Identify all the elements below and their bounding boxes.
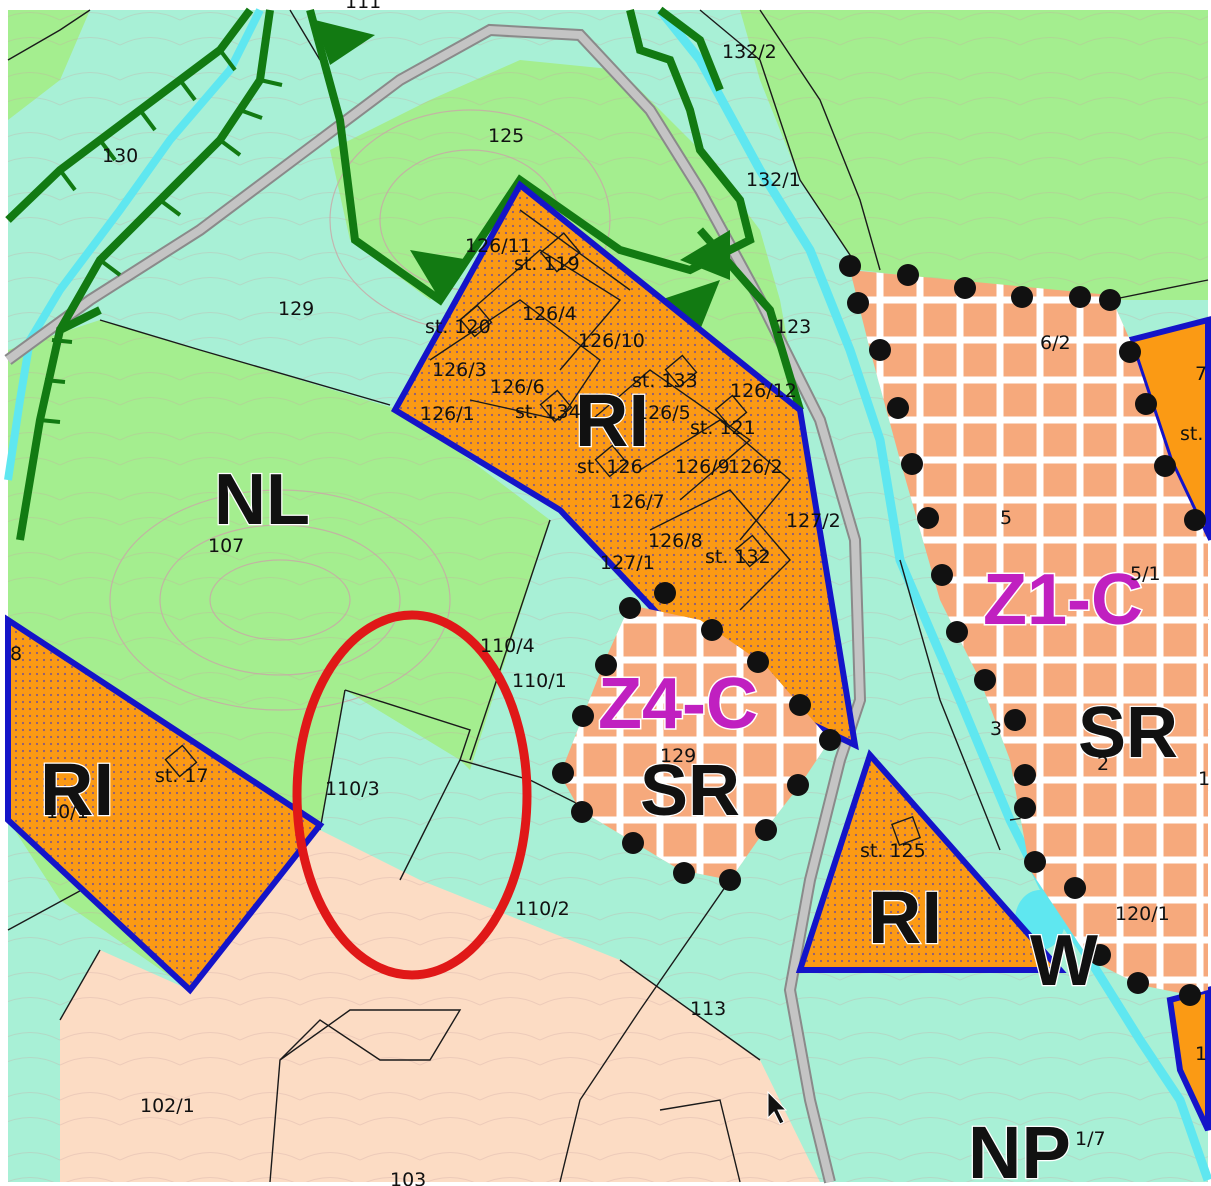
parcel-label: 3 — [990, 718, 1002, 740]
parcel-label: st. 119 — [514, 253, 580, 275]
zone-ri-3-border[interactable] — [795, 749, 1067, 973]
sr-boundary-dots — [552, 255, 1206, 1006]
cursor-arrow-icon — [767, 1090, 788, 1125]
parcel-label: 1 — [1195, 1043, 1207, 1065]
parcel-label: 126/2 — [728, 456, 783, 478]
parcel-label: 123 — [775, 316, 811, 338]
zone-ri-2-dots — [8, 620, 320, 990]
building-outlines — [164, 209, 921, 846]
parcel-label: 132/1 — [746, 169, 801, 191]
zone-label-ri-2: RI — [40, 748, 114, 831]
parcel-label: 6/2 — [1040, 332, 1071, 354]
parcel-label: 5 — [1000, 507, 1012, 529]
parcel-label: 125 — [488, 125, 524, 147]
zone-ri-right-bottom — [1170, 990, 1208, 1130]
parcel-label: 110/4 — [480, 635, 535, 657]
parcel-label: 2 — [1097, 753, 1109, 775]
parcel-label: 120/1 — [1115, 903, 1170, 925]
parcel-label: 10/1 — [46, 801, 89, 823]
stream-right — [656, 7, 1211, 1182]
parcel-label: 111 — [345, 0, 381, 13]
parcel-label: st. — [1180, 423, 1203, 445]
zone-label-sr-2: SR — [1078, 693, 1178, 773]
parcel-label: 126/6 — [490, 376, 545, 398]
parcel-label: 126/12 — [730, 380, 797, 402]
parcel-label: 126/8 — [648, 530, 703, 552]
parcel-label: st. 125 — [860, 840, 926, 862]
parcel-label: 113 — [690, 998, 726, 1020]
parcel-label: st. 134 — [515, 401, 581, 423]
zone-label-np: NP — [968, 1111, 1071, 1186]
parcel-label: 110/2 — [515, 898, 570, 920]
zone-ri-right-top — [1130, 320, 1208, 540]
zone-code-z4c: Z4-C — [598, 664, 758, 744]
parcel-label: 110/3 — [325, 778, 380, 800]
parcel-label: 107 — [208, 535, 244, 557]
parcel-label: 110/1 — [512, 670, 567, 692]
zone-code-z1c: Z1-C — [983, 560, 1143, 640]
parcel-label: 7 — [1195, 363, 1207, 385]
parcel-label: st. 120 — [425, 316, 491, 338]
parcel-label: 127/1 — [600, 552, 655, 574]
parcel-label: 126/3 — [432, 359, 487, 381]
parcel-label: 126/11 — [465, 235, 532, 257]
parcel-label: 126/1 — [420, 403, 475, 425]
zone-label-ri-3: RI — [868, 876, 942, 959]
parcel-label: 132/2 — [722, 41, 777, 63]
parcel-label: st. 121 — [690, 417, 756, 439]
stream-left — [4, 8, 264, 481]
parcel-label: 130 — [102, 145, 138, 167]
parcel-label: st. 132 — [705, 546, 771, 568]
parcel-labels: 130 125 111 132/2 132/1 129 126/11 st. 1… — [10, 0, 1210, 1186]
parcel-label: st. 133 — [632, 370, 698, 392]
parcel-label: 5/1 — [1130, 563, 1161, 585]
parcel-label: 127/2 — [786, 510, 841, 532]
parcel-label: 1/7 — [1075, 1128, 1106, 1150]
zone-ri-1-border[interactable] — [390, 180, 859, 751]
parcel-label: 102/1 — [140, 1095, 195, 1117]
parcel-label: 1 — [1198, 768, 1210, 790]
parcel-label: 126/4 — [522, 303, 577, 325]
parcel-label: 129 — [278, 298, 314, 320]
parcel-label: 126/5 — [636, 402, 691, 424]
parcel-label: 8 — [10, 643, 22, 665]
green-arrowheads — [315, 20, 730, 330]
parcel-label: st. 17 — [155, 765, 209, 787]
parcel-label: 103 — [390, 1169, 426, 1186]
zone-ri-3-dots — [800, 755, 1060, 970]
green-hatch-ticks — [39, 48, 283, 424]
parcel-label: 126/7 — [610, 491, 665, 513]
parcel-label: 126/10 — [578, 330, 645, 352]
highlight-ellipse[interactable] — [292, 610, 532, 980]
zone-ri-1-dots — [395, 185, 855, 745]
parcel-label: 126/9 — [675, 456, 730, 478]
zone-label-nl: NL — [214, 460, 310, 540]
zone-label-ri-1: RI — [575, 379, 649, 462]
zone-ri-2-border[interactable] — [5, 614, 325, 995]
parcel-label: 129 — [660, 745, 696, 767]
zone-label-sr-1: SR — [640, 751, 740, 831]
zone-label-w: W — [1030, 921, 1098, 1001]
parcel-label: st. 126 — [577, 456, 643, 478]
